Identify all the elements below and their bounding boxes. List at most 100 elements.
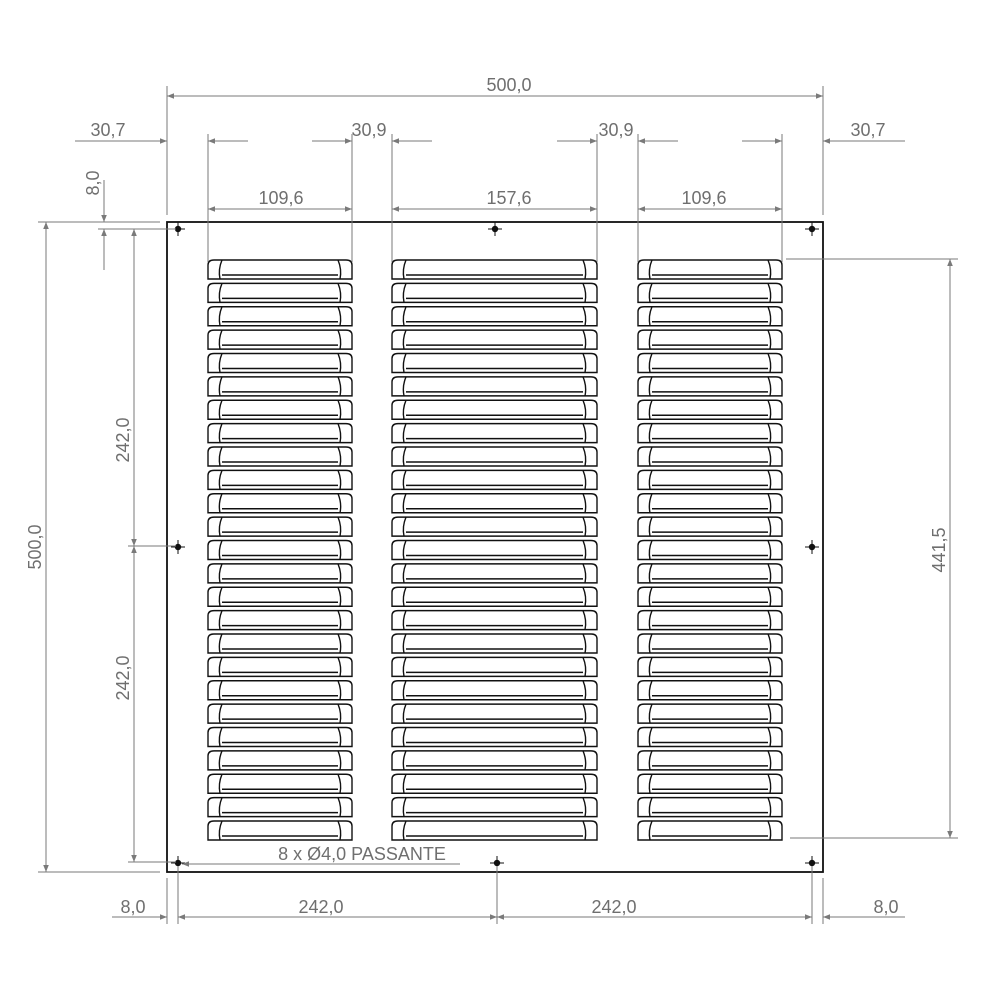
louver-end-right [582, 563, 587, 584]
louver-slot [637, 422, 783, 444]
louver-end-right [582, 306, 587, 326]
dim-bottom-pitch-left: 242,0 [178, 897, 497, 920]
louver-end-right [767, 259, 772, 280]
louver-end-left [218, 586, 223, 607]
louver-slot [637, 680, 783, 701]
louver-slot [637, 750, 783, 771]
louver-end-right [582, 540, 587, 560]
louver-end-right [767, 470, 772, 490]
louver-slot [637, 539, 783, 561]
louver-end-right [767, 680, 772, 700]
louver-end-left [218, 353, 223, 373]
louver-slot [207, 516, 353, 537]
louver-end-left [218, 680, 223, 700]
louver-end-right [582, 633, 587, 654]
louver-end-right [767, 306, 772, 326]
dim-text-overall-width: 500,0 [486, 75, 531, 95]
louver-end-left [402, 353, 407, 373]
louver-end-left [402, 680, 407, 700]
louver-slot [391, 773, 598, 794]
louver-end-right [337, 540, 342, 560]
louver-end-right [767, 750, 772, 771]
louver-slot [637, 703, 783, 724]
louver-end-left [218, 563, 223, 584]
louver-end-right [337, 680, 342, 700]
dim-bottom-right-edge: 8,0 [823, 897, 905, 920]
louver-end-right [337, 353, 342, 373]
dim-column-center: 157,6 [392, 188, 597, 212]
louver-end-left [218, 399, 223, 420]
louver-end-right [767, 423, 772, 443]
louver-end-left [218, 493, 223, 513]
louver-end-right [337, 446, 342, 467]
louver-slot [391, 446, 598, 467]
louver-array [207, 259, 783, 841]
louver-end-right [337, 773, 342, 794]
louver-end-right [767, 657, 772, 677]
louver-slot [207, 586, 353, 607]
louver-slot [637, 259, 783, 280]
louver-end-left [218, 750, 223, 771]
louver-end-left [402, 283, 407, 303]
louver-end-left [402, 633, 407, 654]
louver-slot [391, 306, 598, 327]
louver-end-right [582, 399, 587, 420]
louver-slot [391, 422, 598, 444]
dim-margin-right: 30,7 [742, 120, 905, 144]
dim-louver-height: 441,5 [786, 258, 958, 839]
louver-end-left [218, 773, 223, 794]
louver-end-left [648, 423, 653, 443]
louver-end-right [337, 283, 342, 303]
louver-end-left [218, 306, 223, 326]
louver-slot [637, 609, 783, 631]
louver-slot [637, 633, 783, 654]
louver-end-right [582, 423, 587, 443]
louver-end-right [337, 329, 342, 350]
louver-end-left [648, 773, 653, 794]
dim-overall-height: 500,0 [25, 221, 160, 873]
louver-slot [207, 352, 353, 374]
louver-end-left [402, 399, 407, 420]
louver-end-right [337, 610, 342, 630]
louver-slot [391, 563, 598, 584]
louver-end-right [337, 259, 342, 280]
louver-slot [637, 773, 783, 794]
louver-slot [207, 469, 353, 491]
dim-text-bottom-right-edge: 8,0 [873, 897, 898, 917]
louver-end-right [337, 516, 342, 537]
dim-text-gap-right: 30,9 [598, 120, 633, 140]
louver-end-right [767, 446, 772, 467]
louver-end-left [402, 586, 407, 607]
hole-note-text: 8 x Ø4,0 PASSANTE [278, 844, 446, 864]
louver-end-right [582, 703, 587, 724]
louver-slot [637, 493, 783, 514]
louver-end-left [218, 703, 223, 724]
louver-end-right [337, 633, 342, 654]
louver-end-left [402, 493, 407, 513]
louver-end-right [582, 727, 587, 747]
louver-slot [637, 352, 783, 374]
louver-slot [391, 726, 598, 748]
louver-slot [637, 516, 783, 537]
louver-end-left [648, 540, 653, 560]
dim-text-margin-right: 30,7 [850, 120, 885, 140]
louver-end-left [402, 259, 407, 280]
louver-end-right [337, 703, 342, 724]
dim-text-bottom-left-edge: 8,0 [120, 897, 145, 917]
louver-end-right [337, 493, 342, 513]
louver-slot [391, 586, 598, 607]
louver-slot [637, 329, 783, 350]
louver-slot [207, 306, 353, 327]
louver-slot [207, 399, 353, 420]
hole-centerline [171, 540, 185, 554]
louver-slot [391, 352, 598, 374]
louver-slot [637, 376, 783, 397]
louver-end-right [337, 797, 342, 817]
louver-end-right [582, 470, 587, 490]
louver-slot [391, 539, 598, 561]
louver-end-right [582, 446, 587, 467]
louver-end-right [767, 610, 772, 630]
louver-end-right [767, 376, 772, 397]
louver-slot [637, 820, 783, 841]
louver-slot [637, 282, 783, 304]
